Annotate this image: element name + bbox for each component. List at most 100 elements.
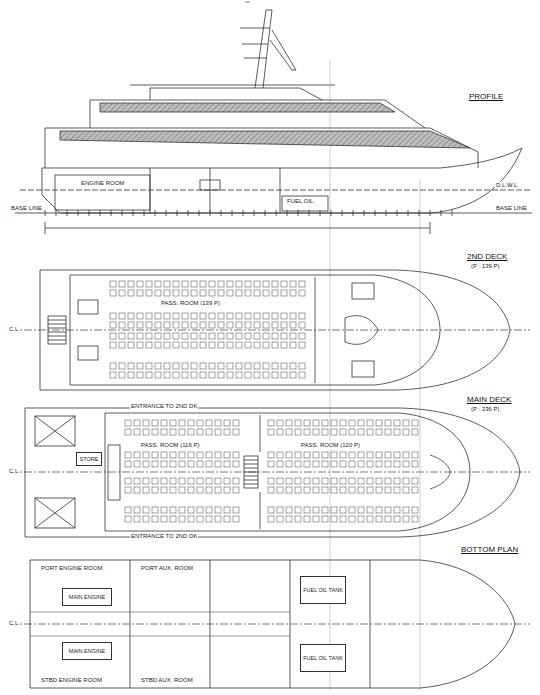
passenger-seat [290,333,296,339]
drawing-label: PASS. ROOM (120 P) [300,442,361,449]
passenger-seat [295,507,301,513]
passenger-seat [394,507,400,513]
passenger-seat [173,342,179,348]
frame-tick [144,210,145,216]
passenger-seat [313,478,319,484]
passenger-seat [263,313,269,319]
passenger-seat [179,516,185,522]
passenger-seat [137,313,143,319]
passenger-seat [313,429,319,435]
passenger-seat [277,461,283,467]
passenger-seat [191,372,197,378]
passenger-seat [143,452,149,458]
passenger-seat [125,487,131,493]
passenger-seat [137,281,143,287]
passenger-seat [128,363,134,369]
passenger-seat [304,516,310,522]
passenger-seat [209,342,215,348]
passenger-seat [272,372,278,378]
frame-tick [386,210,387,216]
passenger-seat [143,461,149,467]
passenger-seat [143,487,149,493]
passenger-seat [322,516,328,522]
passenger-seat [376,429,382,435]
passenger-seat [188,478,194,484]
passenger-seat [403,478,409,484]
passenger-seat [236,322,242,328]
frame-tick [100,210,101,216]
passenger-seat [286,420,292,426]
passenger-seat [313,487,319,493]
passenger-seat [182,342,188,348]
passenger-seat [245,322,251,328]
passenger-seat [299,342,305,348]
passenger-seat [272,290,278,296]
passenger-seat [134,516,140,522]
passenger-seat [197,420,203,426]
passenger-seat [281,281,287,287]
passenger-seat [385,487,391,493]
frame-tick [122,210,123,216]
passenger-seat [173,372,179,378]
drawing-label: BASE LINE [495,205,528,212]
passenger-seat [170,487,176,493]
passenger-seat [254,290,260,296]
node-text: FUEL OIL TANK [303,587,343,593]
passenger-seat [227,342,233,348]
drawing-label: STBD ENGINE ROOM [40,677,103,684]
passenger-seat [182,322,188,328]
passenger-seat [218,342,224,348]
drawing-label: BASE LINE [10,205,43,212]
passenger-seat [331,516,337,522]
passenger-seat [349,478,355,484]
passenger-seat [236,333,242,339]
passenger-seat [188,507,194,513]
passenger-seat [254,281,260,287]
passenger-seat [403,516,409,522]
passenger-seat [299,322,305,328]
passenger-seat [403,507,409,513]
passenger-seat [299,281,305,287]
passenger-seat [349,429,355,435]
passenger-seat [277,507,283,513]
frame-tick [133,210,134,216]
passenger-seat [268,420,274,426]
passenger-seat [218,313,224,319]
passenger-seat [215,429,221,435]
passenger-seat [245,281,251,287]
passenger-seat [412,420,418,426]
passenger-seat [233,516,239,522]
passenger-seat [155,313,161,319]
passenger-seat [155,333,161,339]
passenger-seat [227,281,233,287]
passenger-seat [349,420,355,426]
passenger-seat [322,420,328,426]
passenger-seat [268,516,274,522]
passenger-seat [331,507,337,513]
passenger-seat [295,487,301,493]
drawing-label: ENTRANCE TO 2ND DK [130,403,198,410]
passenger-seat [331,452,337,458]
passenger-seat [286,487,292,493]
passenger-seat [206,487,212,493]
passenger-seat [268,461,274,467]
passenger-seat [254,342,260,348]
passenger-seat [134,487,140,493]
passenger-seat [137,342,143,348]
passenger-seat [299,290,305,296]
passenger-seat [349,516,355,522]
passenger-seat [394,429,400,435]
passenger-seat [209,281,215,287]
passenger-seat [340,461,346,467]
passenger-seat [286,461,292,467]
passenger-seat [182,363,188,369]
passenger-seat [385,429,391,435]
passenger-seat [376,487,382,493]
passenger-seat [295,429,301,435]
frame-tick [243,210,244,216]
passenger-seat [200,333,206,339]
frame-tick [276,210,277,216]
passenger-seat [152,420,158,426]
passenger-seat [161,516,167,522]
